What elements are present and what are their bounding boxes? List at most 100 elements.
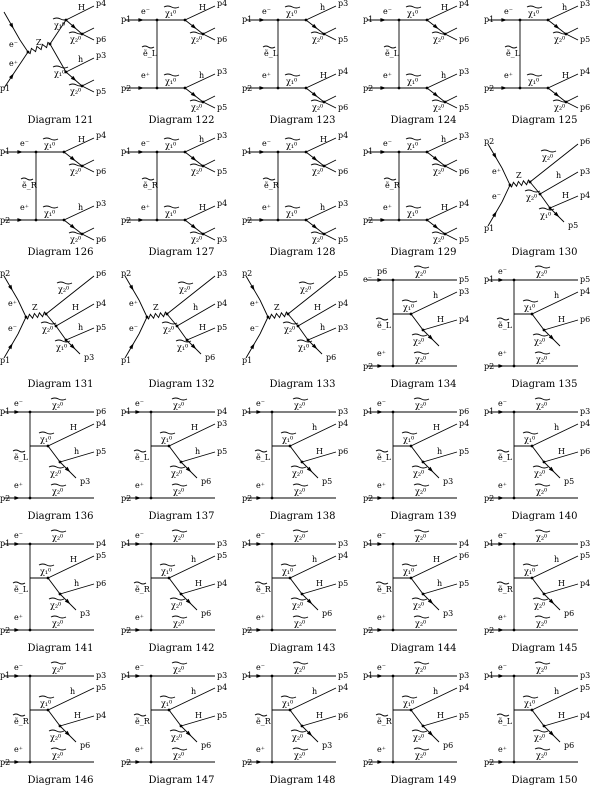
incoming-label: e⁺ xyxy=(141,71,150,80)
external-momentum-label: p2 xyxy=(121,84,131,93)
arrow-marker xyxy=(492,211,497,218)
fermion-line xyxy=(168,423,216,447)
higgs-label: h xyxy=(554,423,559,432)
neutralino-label: χ₂⁰ xyxy=(534,733,545,742)
tilde-mark xyxy=(522,695,539,699)
external-momentum-label: p2 xyxy=(121,216,131,225)
external-momentum-label: p5 xyxy=(580,35,590,44)
incoming-label: e⁺ xyxy=(250,299,259,308)
arrow-marker xyxy=(17,218,24,222)
external-momentum-label: p3 xyxy=(580,671,590,680)
selectron-label: ẽ_R xyxy=(143,181,159,190)
arrow-marker xyxy=(14,542,21,546)
fermion-line xyxy=(17,316,27,335)
arrow-marker xyxy=(64,466,71,473)
fermion-line xyxy=(297,325,309,341)
arrow-marker xyxy=(190,223,197,229)
fermion-line xyxy=(543,715,579,727)
external-momentum-label: p5 xyxy=(459,711,469,720)
fermion-line xyxy=(168,577,182,595)
fermion-line xyxy=(184,205,216,221)
fermion-line xyxy=(565,33,579,41)
arrow-marker xyxy=(250,343,255,350)
fermion-line xyxy=(49,43,67,73)
external-momentum-label: p5 xyxy=(580,683,590,692)
external-momentum-label: p3 xyxy=(80,609,90,618)
external-momentum-label: p1 xyxy=(484,539,494,548)
higgs-label: h xyxy=(199,71,204,80)
fermion-line xyxy=(422,583,458,595)
arrow-marker xyxy=(380,18,387,22)
arrow-marker xyxy=(498,542,505,546)
arrow-marker xyxy=(377,542,384,546)
higgs-label: h xyxy=(78,323,83,332)
higgs-label: H xyxy=(199,3,206,12)
arrow-marker xyxy=(70,75,77,82)
fermion-line xyxy=(531,555,579,579)
fermion-line xyxy=(444,227,458,235)
tilde-mark xyxy=(254,449,268,453)
fermion-line xyxy=(289,709,303,727)
tilde-mark xyxy=(413,747,430,751)
selectron-label: ẽ_R xyxy=(256,585,272,594)
tilde-mark xyxy=(159,431,176,435)
neutralino-label: χ₁⁰ xyxy=(403,303,414,312)
fermion-line xyxy=(47,555,95,579)
incoming-label: e⁺ xyxy=(377,481,386,490)
diagram-caption: Diagram 122 xyxy=(148,115,215,126)
higgs-label: h xyxy=(554,291,559,300)
incoming-label: e⁻ xyxy=(377,663,386,672)
external-momentum-label: p5 xyxy=(580,275,590,284)
higgs-label: H xyxy=(437,315,444,324)
arrow-marker xyxy=(432,155,439,161)
neutralino-label: χ₂⁰ xyxy=(294,401,305,410)
arrow-marker xyxy=(9,73,14,80)
external-momentum-label: p6 xyxy=(459,167,469,176)
neutralino-label: χ₂⁰ xyxy=(191,103,202,112)
tilde-mark xyxy=(534,397,551,401)
fermion-line xyxy=(81,27,95,35)
higgs-label: h xyxy=(320,323,325,332)
arrow-marker xyxy=(380,86,387,90)
neutralino-label: χ₂⁰ xyxy=(312,103,323,112)
higgs-label: H xyxy=(314,303,321,312)
tilde-mark xyxy=(38,695,55,699)
tilde-mark xyxy=(159,563,176,567)
neutralino-label: χ₂⁰ xyxy=(191,235,202,244)
higgs-label: H xyxy=(437,711,444,720)
higgs-label: h xyxy=(312,423,317,432)
fermion-line xyxy=(444,233,458,241)
external-momentum-label: p1 xyxy=(242,671,252,680)
fermion-line xyxy=(65,57,95,73)
incoming-label: e⁺ xyxy=(129,299,138,308)
external-momentum-label: p4 xyxy=(580,191,590,200)
external-momentum-label: p4 xyxy=(217,407,227,416)
external-momentum-label: p6 xyxy=(96,167,106,176)
neutralino-label: χ₁⁰ xyxy=(524,435,535,444)
incoming-label: e⁺ xyxy=(498,481,507,490)
tilde-mark xyxy=(405,73,422,77)
arrow-marker xyxy=(138,86,145,90)
fermion-line xyxy=(410,291,458,315)
tilde-mark xyxy=(163,5,180,9)
fermion-line xyxy=(81,233,95,241)
diagram-caption: Diagram 130 xyxy=(511,247,578,258)
neutralino-label: χ₂⁰ xyxy=(415,401,426,410)
neutralino-label: χ₂⁰ xyxy=(536,269,547,278)
incoming-label: e⁻ xyxy=(256,663,265,672)
tilde-mark xyxy=(280,695,297,699)
fermion-line xyxy=(323,33,337,41)
tilde-mark xyxy=(405,5,422,9)
external-momentum-label: p5 xyxy=(96,323,106,332)
external-momentum-label: p5 xyxy=(217,447,227,456)
selectron-label: ẽ_L xyxy=(143,49,158,58)
fermion-line xyxy=(305,5,337,21)
fermion-line xyxy=(202,165,216,173)
tilde-mark xyxy=(161,321,178,325)
neutralino-label: χ₂⁰ xyxy=(70,87,81,96)
